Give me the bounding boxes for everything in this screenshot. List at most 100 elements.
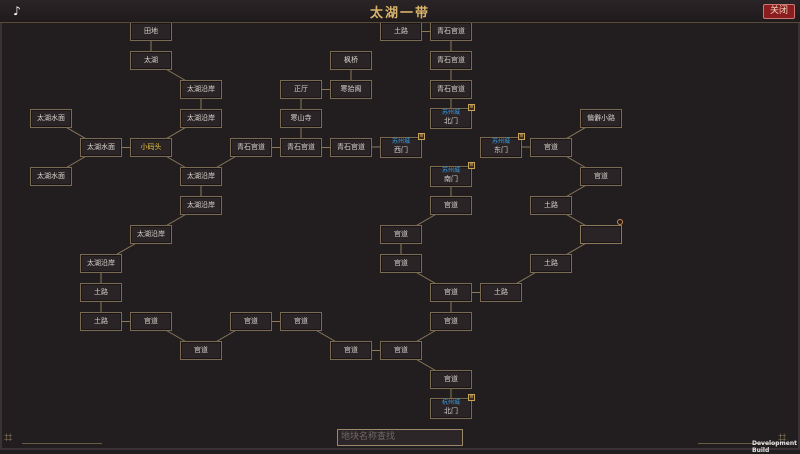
map-node-tha5[interactable]: 太湖沿岸 xyxy=(130,225,172,244)
divider xyxy=(22,443,102,444)
map-node-tuluW1[interactable]: 土路 xyxy=(80,283,122,302)
map-node-thsm2[interactable]: 太湖水面 xyxy=(80,138,122,157)
map-node-emptyE[interactable] xyxy=(580,225,622,244)
map-node-gdM1[interactable]: 官道 xyxy=(230,312,272,331)
node-label: 青石官道 xyxy=(437,56,465,64)
shop-icon[interactable]: ≡ xyxy=(418,133,425,140)
shop-icon[interactable]: ≡ xyxy=(518,133,525,140)
map-node-qsB3[interactable]: 青石官道 xyxy=(330,138,372,157)
map-node-qsA1[interactable]: 青石官道 xyxy=(430,22,472,41)
node-label: 官道 xyxy=(244,317,258,325)
node-label: 土路 xyxy=(94,288,108,296)
node-label: 太湖沿岸 xyxy=(87,259,115,267)
node-label: 寒山寺 xyxy=(290,114,312,122)
node-label: 北门 xyxy=(444,407,458,415)
node-label: 官道 xyxy=(394,346,408,354)
node-label: 东门 xyxy=(494,146,508,154)
map-node-gdM3[interactable]: 官道 xyxy=(330,341,372,360)
city-label: 苏州城 xyxy=(391,138,410,145)
node-label: 枫桥 xyxy=(344,56,358,64)
node-label: 寒拾阁 xyxy=(340,85,362,93)
map-node-tuluC[interactable]: 土路 xyxy=(480,283,522,302)
node-label: 青石官道 xyxy=(237,143,265,151)
close-button[interactable]: 关闭 xyxy=(763,4,795,19)
map-node-nanmen[interactable]: 苏州城南门 xyxy=(430,166,472,187)
ornament-icon: ⌗ xyxy=(778,428,787,446)
node-label: 官道 xyxy=(544,143,558,151)
map-node-thsm1[interactable]: 太湖水面 xyxy=(30,109,72,128)
map-node-tha2[interactable]: 太湖沿岸 xyxy=(180,109,222,128)
map-node-gdC7[interactable]: 官道 xyxy=(430,370,472,389)
map-node-tuluE1[interactable]: 土路 xyxy=(530,196,572,215)
map-node-gdM2[interactable]: 官道 xyxy=(280,312,322,331)
map-node-tha4[interactable]: 太湖沿岸 xyxy=(180,196,222,215)
node-label: 偏僻小路 xyxy=(587,114,615,122)
divider xyxy=(698,443,778,444)
map-node-gdC4[interactable]: 官道 xyxy=(430,283,472,302)
map-node-hanqiaoting[interactable]: 寒拾阁 xyxy=(330,80,372,99)
ornament-icon: ⌗ xyxy=(4,428,13,446)
map-node-taihu[interactable]: 太湖 xyxy=(130,51,172,70)
map-node-gdC1[interactable]: 官道 xyxy=(430,196,472,215)
city-label: 苏州城 xyxy=(441,167,460,174)
map-node-tha3[interactable]: 太湖沿岸 xyxy=(180,167,222,186)
node-label: 青石官道 xyxy=(437,27,465,35)
map-node-tuluW2[interactable]: 土路 xyxy=(80,312,122,331)
page-title: 太湖一带 xyxy=(369,6,430,21)
map-node-tuluA[interactable]: 土路 xyxy=(380,22,422,41)
map-node-gdE1[interactable]: 官道 xyxy=(530,138,572,157)
tiktok-icon: ♪ xyxy=(13,4,21,18)
map-node-fengqiao[interactable]: 枫桥 xyxy=(330,51,372,70)
map-node-qsB1[interactable]: 青石官道 xyxy=(230,138,272,157)
map-node-zhengting[interactable]: 正厅 xyxy=(280,80,322,99)
node-label: 土路 xyxy=(94,317,108,325)
map-node-qsA2[interactable]: 青石官道 xyxy=(430,51,472,70)
map-node-gdW1[interactable]: 官道 xyxy=(130,312,172,331)
map-node-gdE2[interactable]: 官道 xyxy=(580,167,622,186)
location-pin-icon xyxy=(617,219,623,225)
node-label: 太湖水面 xyxy=(87,143,115,151)
map-node-qsA3[interactable]: 青石官道 xyxy=(430,80,472,99)
map-node-hanshansi[interactable]: 寒山寺 xyxy=(280,109,322,128)
map-node-tha1[interactable]: 太湖沿岸 xyxy=(180,80,222,99)
map-node-gdC6[interactable]: 官道 xyxy=(380,341,422,360)
city-label: 苏州城 xyxy=(491,138,510,145)
map-node-qsB2[interactable]: 青石官道 xyxy=(280,138,322,157)
shop-icon[interactable]: ≡ xyxy=(468,394,475,401)
node-label: 官道 xyxy=(444,201,458,209)
node-label: 官道 xyxy=(444,375,458,383)
map-node-thsm3[interactable]: 太湖水面 xyxy=(30,167,72,186)
node-label: 土路 xyxy=(544,201,558,209)
map-node-tuluE2[interactable]: 土路 xyxy=(530,254,572,273)
map-node-gdC2[interactable]: 官道 xyxy=(380,225,422,244)
node-label: 西门 xyxy=(394,146,408,154)
node-label: 太湖水面 xyxy=(37,114,65,122)
node-label: 官道 xyxy=(394,230,408,238)
node-label: 土路 xyxy=(494,288,508,296)
node-label: 太湖水面 xyxy=(37,172,65,180)
node-label: 官道 xyxy=(394,259,408,267)
city-label: 杭州城 xyxy=(441,399,460,406)
node-label: 小码头 xyxy=(140,143,162,151)
map-node-gdC5[interactable]: 官道 xyxy=(430,312,472,331)
map-node-tiandi[interactable]: 田地 xyxy=(130,22,172,41)
search-input[interactable]: 地块名称查找 xyxy=(337,429,463,446)
map-node-xiaomatou[interactable]: 小码头 xyxy=(130,138,172,157)
node-label: 土路 xyxy=(544,259,558,267)
node-label: 土路 xyxy=(394,27,408,35)
node-label: 官道 xyxy=(194,346,208,354)
map-node-pianpi[interactable]: 偏僻小路 xyxy=(580,109,622,128)
map-node-beimen[interactable]: 苏州城北门 xyxy=(430,108,472,129)
node-label: 田地 xyxy=(144,27,158,35)
map-node-gdW2[interactable]: 官道 xyxy=(180,341,222,360)
map-node-gdC3[interactable]: 官道 xyxy=(380,254,422,273)
map-node-ximen[interactable]: 苏州城西门 xyxy=(380,137,422,158)
shop-icon[interactable]: ≡ xyxy=(468,104,475,111)
shop-icon[interactable]: ≡ xyxy=(468,162,475,169)
map-node-tha6[interactable]: 太湖沿岸 xyxy=(80,254,122,273)
node-label: 太湖沿岸 xyxy=(187,201,215,209)
node-label: 太湖沿岸 xyxy=(187,114,215,122)
map-node-dongmen[interactable]: 苏州城东门 xyxy=(480,137,522,158)
map-node-hangzhou[interactable]: 杭州城北门 xyxy=(430,398,472,419)
node-label: 青石官道 xyxy=(337,143,365,151)
